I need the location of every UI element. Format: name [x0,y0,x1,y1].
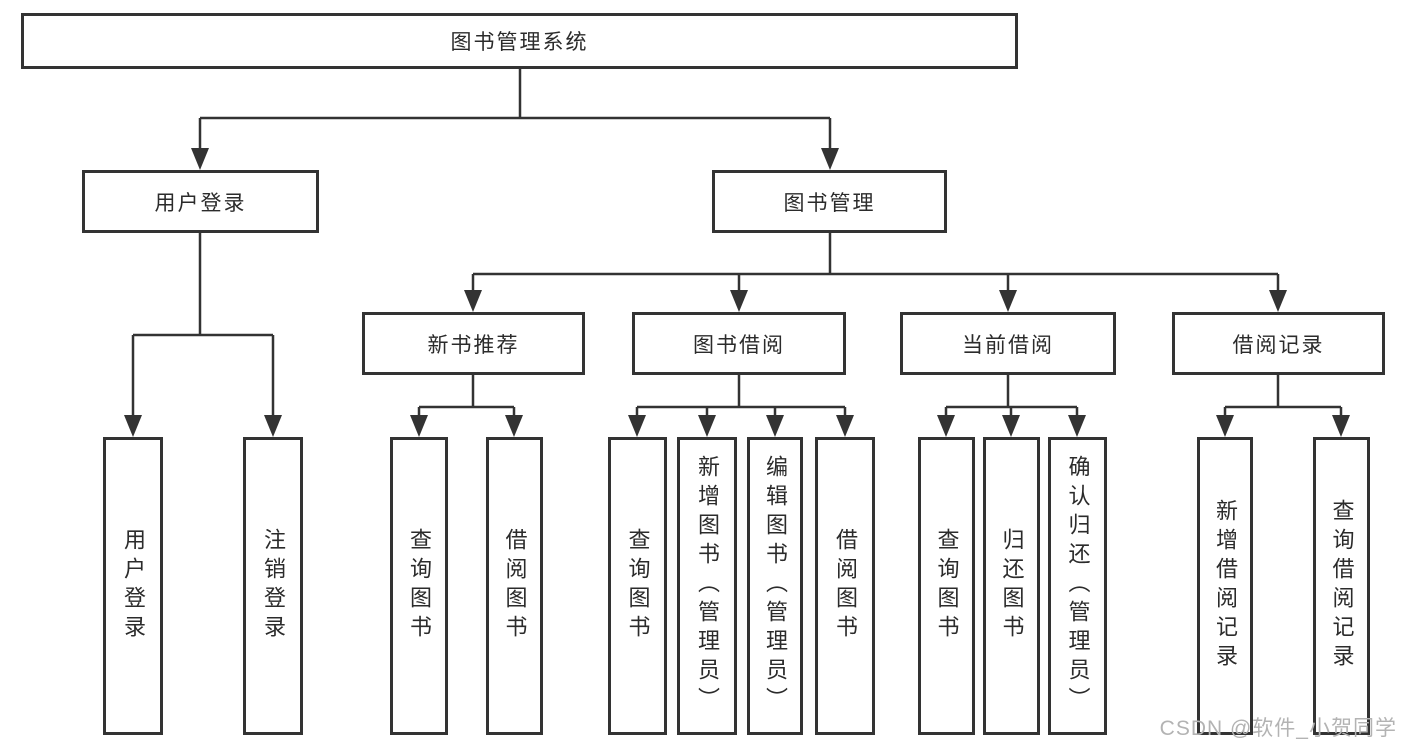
leaf-current-confirm-return-admin-label: 确认归还（管理员） [1065,455,1091,717]
node-root: 图书管理系统 [21,13,1018,69]
leaf-borrow-add-books-admin: 新增图书（管理员） [677,437,737,735]
leaf-records-query-record-label: 查询借阅记录 [1329,498,1355,674]
leaf-records-query-record: 查询借阅记录 [1313,437,1370,735]
connector-borrowrecords-to-leaves [1216,375,1350,437]
leaf-current-query-books-label: 查询图书 [934,527,960,645]
connector-newbookrec-to-leaves [410,375,523,437]
connector-bookborrow-to-leaves [628,375,854,437]
node-book-management: 图书管理 [712,170,947,233]
leaf-logout: 注销登录 [243,437,303,735]
leaf-newrec-borrow-books-label: 借阅图书 [502,527,528,645]
node-root-label: 图书管理系统 [450,31,589,54]
leaf-user-login-label: 用户登录 [121,527,146,645]
node-borrow-records-label: 借阅记录 [1232,333,1325,357]
leaf-records-add-record-label: 新增借阅记录 [1213,498,1238,674]
leaf-borrow-borrow-books-label: 借阅图书 [833,527,858,645]
leaf-borrow-edit-books-admin-label: 编辑图书（管理员） [763,455,788,717]
leaf-newrec-borrow-books: 借阅图书 [486,437,543,735]
leaf-borrow-borrow-books: 借阅图书 [815,437,875,735]
leaf-borrow-query-books: 查询图书 [608,437,667,735]
node-book-management-label: 图书管理 [783,191,876,215]
connector-root-to-level2 [191,69,839,170]
leaf-current-query-books: 查询图书 [918,437,975,735]
node-new-book-recommend: 新书推荐 [362,312,585,375]
node-borrow-records: 借阅记录 [1172,312,1385,375]
leaf-newrec-query-books-label: 查询图书 [407,527,432,645]
node-user-login-label: 用户登录 [154,191,247,215]
leaf-borrow-add-books-admin-label: 新增图书（管理员） [695,455,720,717]
node-user-login: 用户登录 [82,170,319,233]
node-book-borrow-label: 图书借阅 [693,333,785,357]
leaf-current-confirm-return-admin: 确认归还（管理员） [1048,437,1107,735]
node-current-borrow-label: 当前借阅 [962,333,1054,357]
leaf-newrec-query-books: 查询图书 [390,437,448,735]
leaf-current-return-books-label: 归还图书 [999,527,1025,645]
node-current-borrow: 当前借阅 [900,312,1116,375]
csdn-watermark: CSDN @软件_小贺同学 [1159,717,1397,740]
connector-userlogin-to-leaves [124,233,282,437]
leaf-borrow-edit-books-admin: 编辑图书（管理员） [747,437,803,735]
node-book-borrow: 图书借阅 [632,312,846,375]
connector-currentborrow-to-leaves [937,375,1086,437]
connector-bookmgmt-to-level3 [464,233,1287,312]
leaf-user-login: 用户登录 [103,437,163,735]
leaf-logout-label: 注销登录 [261,527,286,645]
leaf-records-add-record: 新增借阅记录 [1197,437,1253,735]
leaf-current-return-books: 归还图书 [983,437,1040,735]
node-new-book-recommend-label: 新书推荐 [427,333,520,357]
leaf-borrow-query-books-label: 查询图书 [625,527,651,645]
